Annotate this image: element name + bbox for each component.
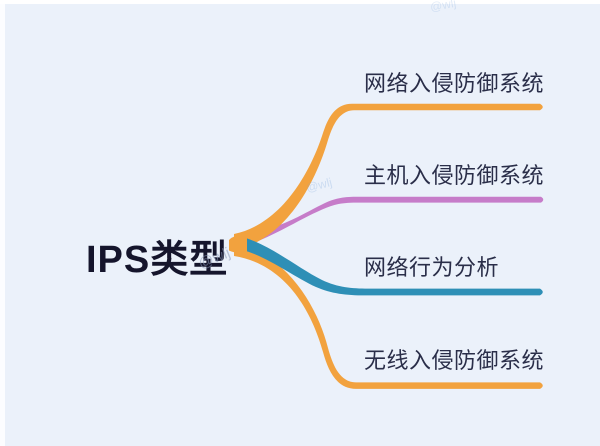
branch-connector-network-behavior (243, 237, 543, 296)
node-label-wireless-ips[interactable]: 无线入侵防御系统 (364, 348, 545, 373)
node-label-host-ips[interactable]: 主机入侵防御系统 (364, 163, 545, 188)
branch-trunk (229, 234, 247, 253)
branch-connector-host-ips (240, 196, 544, 247)
canvas-top-edge (0, 0, 600, 4)
branch-connector-network-ips (234, 103, 543, 250)
node-label-network-behavior[interactable]: 网络行为分析 (364, 255, 500, 280)
canvas-left-edge (0, 0, 5, 446)
node-label-network-ips[interactable]: 网络入侵防御系统 (364, 71, 545, 96)
root-node-ips-type[interactable]: IPS类型 (86, 239, 229, 281)
